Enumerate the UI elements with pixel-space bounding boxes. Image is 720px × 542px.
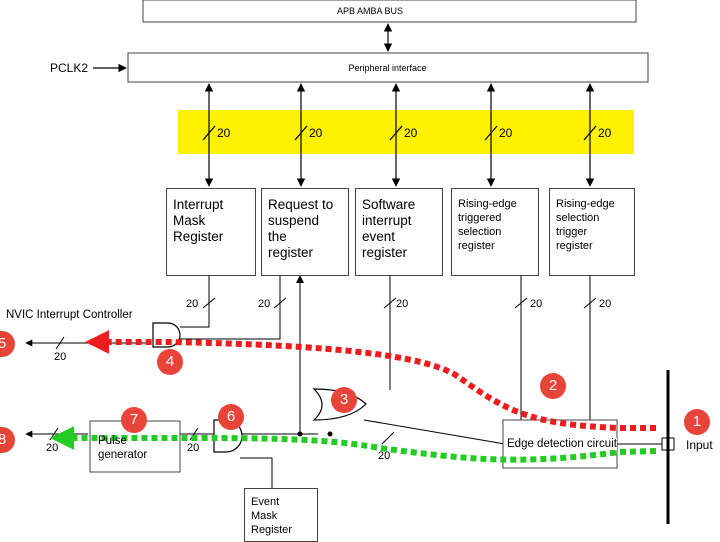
line-width-label: 20 bbox=[258, 298, 271, 310]
bus-slashes bbox=[202, 125, 597, 141]
rising-trigger-register: Rising-edge triggered selection register bbox=[451, 188, 539, 276]
apb-bus-block bbox=[142, 0, 637, 23]
pending-request-register: Request to suspend the register bbox=[261, 188, 349, 276]
step-badge-8: 8 bbox=[0, 427, 15, 453]
step-badge-4: 4 bbox=[157, 349, 183, 375]
peripheral-interface-label: Peripheral interface bbox=[348, 63, 427, 73]
line-width-label: 20 bbox=[530, 298, 543, 310]
bus-width-label: 20 bbox=[598, 126, 612, 140]
event-path bbox=[50, 426, 657, 463]
bus-width-label: 20 bbox=[217, 126, 231, 140]
peripheral-interface-block bbox=[127, 52, 649, 83]
line-width-label: 20 bbox=[378, 450, 391, 462]
step-badge-2: 2 bbox=[540, 373, 566, 399]
pending-register-arrow bbox=[296, 275, 304, 283]
bus-width-highlight bbox=[178, 110, 634, 154]
falling-trigger-register: Rising-edge selection trigger register bbox=[549, 188, 635, 276]
bus-width-label: 20 bbox=[404, 126, 418, 140]
line-width-label: 20 bbox=[186, 298, 199, 310]
junction-dot bbox=[297, 431, 303, 437]
input-label: Input bbox=[686, 438, 713, 452]
pulse-generator-label: Pulse generator bbox=[98, 435, 148, 461]
step-badge-5: 5 bbox=[0, 331, 15, 357]
step-badge-7: 7 bbox=[121, 407, 147, 433]
software-interrupt-register-label: Software interrupt event register bbox=[362, 197, 416, 260]
interrupt-mask-register-label: Interrupt Mask Register bbox=[173, 197, 224, 244]
event-mask-register: Event Mask Register bbox=[244, 488, 318, 542]
line-width-label: 20 bbox=[187, 442, 200, 454]
line-width-label: 20 bbox=[599, 298, 612, 310]
event-mask-register-label: Event Mask Register bbox=[251, 496, 292, 536]
step-badge-1: 1 bbox=[684, 409, 710, 435]
line-width-label: 20 bbox=[396, 298, 409, 310]
interrupt-mask-register: Interrupt Mask Register bbox=[166, 188, 256, 276]
line-width-label: 20 bbox=[54, 351, 67, 363]
bus-arrows bbox=[204, 83, 595, 187]
software-interrupt-register: Software interrupt event register bbox=[355, 188, 443, 276]
apb-bus-label: APB AMBA BUS bbox=[336, 6, 404, 16]
junction-dot-2 bbox=[327, 431, 333, 437]
clock-label: PCLK2 bbox=[50, 61, 89, 75]
step-badge-6: 6 bbox=[218, 404, 244, 430]
interrupt-path bbox=[85, 330, 656, 431]
pending-request-register-label: Request to suspend the register bbox=[268, 197, 334, 260]
line-width-label: 20 bbox=[46, 442, 59, 454]
bus-width-label: 20 bbox=[309, 126, 323, 140]
falling-trigger-register-label: Rising-edge selection trigger register bbox=[556, 198, 615, 252]
bus-width-label: 20 bbox=[499, 126, 513, 140]
step-badge-3: 3 bbox=[331, 387, 357, 413]
register-output-lines bbox=[25, 276, 591, 490]
rising-trigger-register-label: Rising-edge triggered selection register bbox=[458, 198, 517, 252]
nvic-label: NVIC Interrupt Controller bbox=[6, 309, 133, 321]
edge-detection-label: Edge detection circuit bbox=[507, 438, 617, 450]
